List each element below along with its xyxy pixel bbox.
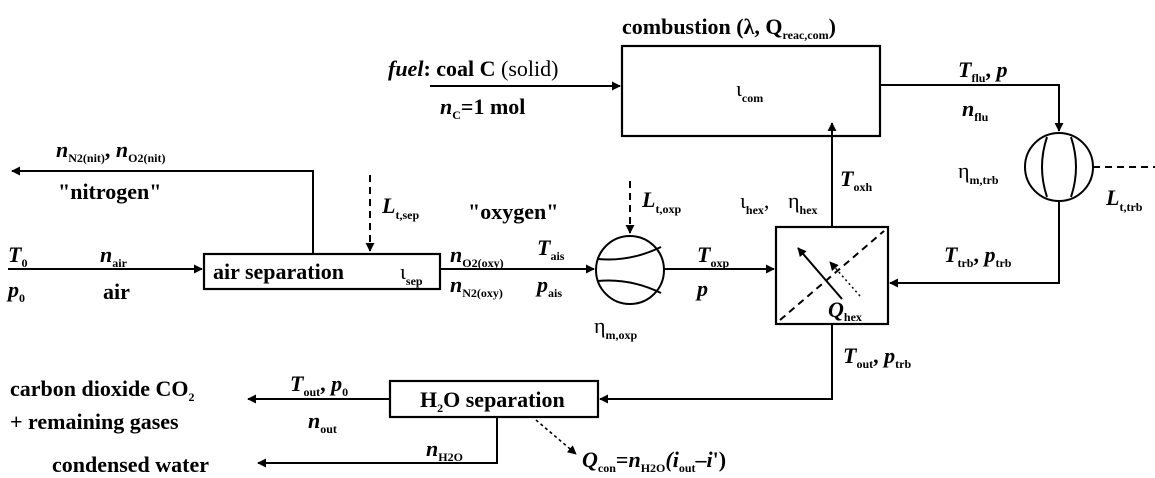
air-pressure-label: p0 xyxy=(6,277,25,305)
condensed-water-arrow xyxy=(257,417,498,468)
compressed-temperature-label: Toxp xyxy=(697,242,729,270)
flue-gas-state-label: Tflu, p xyxy=(958,57,1007,85)
oxygen-n2-flow-label: nN2(oxy) xyxy=(450,272,503,300)
heat-exchanger-heat-label: Qhex xyxy=(828,297,862,324)
product-flow-label: nout xyxy=(308,408,337,436)
heat-exchanger-block xyxy=(774,225,890,326)
compressor-symbol xyxy=(595,235,665,305)
compressor-efficiency-label: ηm,oxp xyxy=(594,313,638,342)
air-temperature-label: T0 xyxy=(8,242,27,270)
nitrogen-name-label: "nitrogen" xyxy=(58,179,161,204)
air-separation-block xyxy=(202,252,442,291)
air-separation-loss-label: ιsep xyxy=(400,259,423,288)
oxygen-name-label: "oxygen" xyxy=(468,199,558,224)
hex-outlet-arrow xyxy=(599,324,833,404)
oxygen-temperature-label: Tais xyxy=(537,235,565,263)
h2o-separation-block xyxy=(388,379,600,419)
product-name-line1: carbon dioxide CO2 xyxy=(10,376,194,404)
compressor-work-label: Lt,oxp xyxy=(641,187,681,216)
condensed-water-label: condensed water xyxy=(52,452,209,477)
nitrogen-outlet-arrow xyxy=(11,166,314,254)
combustion-loss-label: ιcom xyxy=(736,76,763,105)
oxygen-pressure-label: pais xyxy=(535,272,562,300)
fuel-amount-label: nC=1 mol xyxy=(440,94,525,122)
condensation-heat-arrow xyxy=(535,419,577,455)
turbine-efficiency-label: ηm,trb xyxy=(958,158,999,187)
heat-exchanger-efficiency-label: ηhex xyxy=(788,188,818,217)
condensation-heat-label: Qcon=nH2O(iout–i') xyxy=(582,447,726,475)
air-name-label: air xyxy=(103,279,130,304)
hex-outlet-state-label: Tout, ptrb xyxy=(843,343,911,371)
oxygen-o2-flow-label: nO2(oxy) xyxy=(450,242,504,270)
separation-work-label: Lt,sep xyxy=(381,193,419,222)
combustion-title: combustion (λ, Qreac,com) xyxy=(622,14,836,42)
combustion-block xyxy=(620,44,882,138)
air-separation-label: air separation xyxy=(213,259,344,284)
turbine-symbol xyxy=(1024,132,1094,202)
water-flow-label: nH2O xyxy=(426,436,463,464)
turbine-work-label: Lt,trb xyxy=(1105,185,1143,214)
product-name-line2: + remaining gases xyxy=(10,409,179,434)
fuel-label: fuel: coal C (solid) xyxy=(388,56,559,81)
nitrogen-flows-label: nN2(nit), nO2(nit) xyxy=(56,137,166,165)
compressed-pressure-label: p xyxy=(695,276,708,301)
flue-gas-flow-label: nflu xyxy=(962,96,989,124)
air-flow-label: nair xyxy=(100,242,128,270)
h2o-separation-label: H2O separation xyxy=(420,387,565,415)
product-state-label: Tout, p0 xyxy=(290,371,348,399)
turbine-exhaust-label: Ttrb, ptrb xyxy=(944,242,1012,270)
flue-gas-arrow xyxy=(880,84,1064,132)
hot-oxygen-temperature-label: Toxh xyxy=(840,166,872,194)
turbine-exhaust-arrow xyxy=(889,201,1060,288)
heat-exchanger-loss-label: ιhex, xyxy=(740,188,769,217)
